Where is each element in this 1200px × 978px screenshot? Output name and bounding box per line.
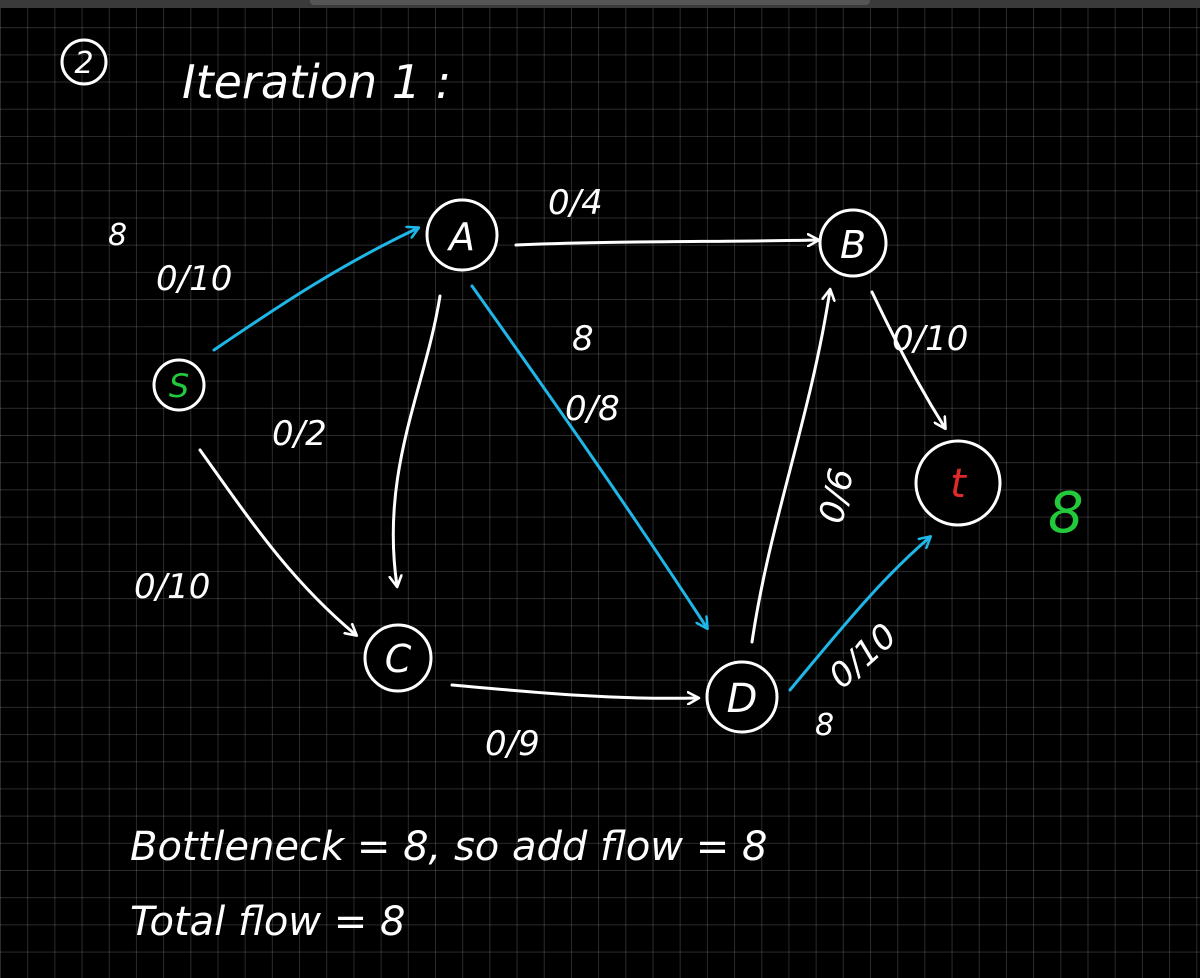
edge-b-t-label: 0/10 [892, 319, 968, 359]
node-d[interactable]: D [705, 660, 779, 734]
edge-a-b-label: 0/4 [548, 183, 603, 223]
edge-a-d [470, 284, 707, 628]
nodes: S A B C D t 8 [152, 198, 1084, 734]
node-d-label: D [727, 676, 758, 722]
edge-a-c [393, 294, 442, 586]
edge-d-t-update: 8 [815, 708, 834, 743]
node-c[interactable]: C [363, 623, 433, 693]
node-b[interactable]: B [818, 208, 888, 278]
node-s[interactable]: S [152, 358, 206, 412]
step-circle [60, 38, 108, 86]
step-number: 2 [74, 46, 93, 81]
node-b-label: B [840, 223, 866, 267]
edge-d-t [788, 537, 930, 692]
bottleneck-note: Bottleneck = 8, so add flow = 8 [130, 824, 767, 870]
edge-a-b [514, 240, 818, 245]
edge-b-t [870, 290, 945, 428]
edge-d-b-label: 0/6 [812, 465, 863, 527]
node-s-label: S [169, 367, 189, 405]
window-tab-strip[interactable] [310, 0, 870, 5]
notes: Bottleneck = 8, so add flow = 8 Total fl… [130, 824, 767, 945]
edges [198, 228, 945, 698]
node-t[interactable]: t [914, 439, 1002, 527]
edge-s-a [212, 228, 418, 352]
edge-s-a-update: 8 [108, 218, 127, 253]
heading: 2 Iteration 1 : [60, 38, 451, 109]
window-top-bar [0, 0, 1200, 8]
edge-c-d [450, 683, 698, 698]
edge-d-t-label: 0/10 [821, 616, 905, 697]
edge-s-c-label: 0/10 [134, 567, 210, 607]
sink-flow-value: 8 [1048, 481, 1084, 546]
edge-c-d-label: 0/9 [485, 724, 540, 764]
total-flow-note: Total flow = 8 [130, 899, 405, 945]
edge-s-a-label: 0/10 [156, 259, 232, 299]
edge-d-b [750, 290, 830, 644]
node-a[interactable]: A [425, 198, 499, 272]
edge-a-d-update: 8 [572, 319, 594, 359]
edge-s-c [198, 448, 356, 635]
node-a-label: A [446, 215, 475, 259]
edge-labels: 0/10 8 0/4 0/2 8 0/8 0/10 0/9 0/6 0/10 0… [108, 183, 968, 764]
edge-a-d-label: 0/8 [565, 389, 620, 429]
edge-a-c-label: 0/2 [272, 414, 327, 454]
node-c-label: C [385, 637, 412, 681]
node-t-label: t [950, 461, 967, 507]
heading-title: Iteration 1 : [182, 55, 451, 109]
